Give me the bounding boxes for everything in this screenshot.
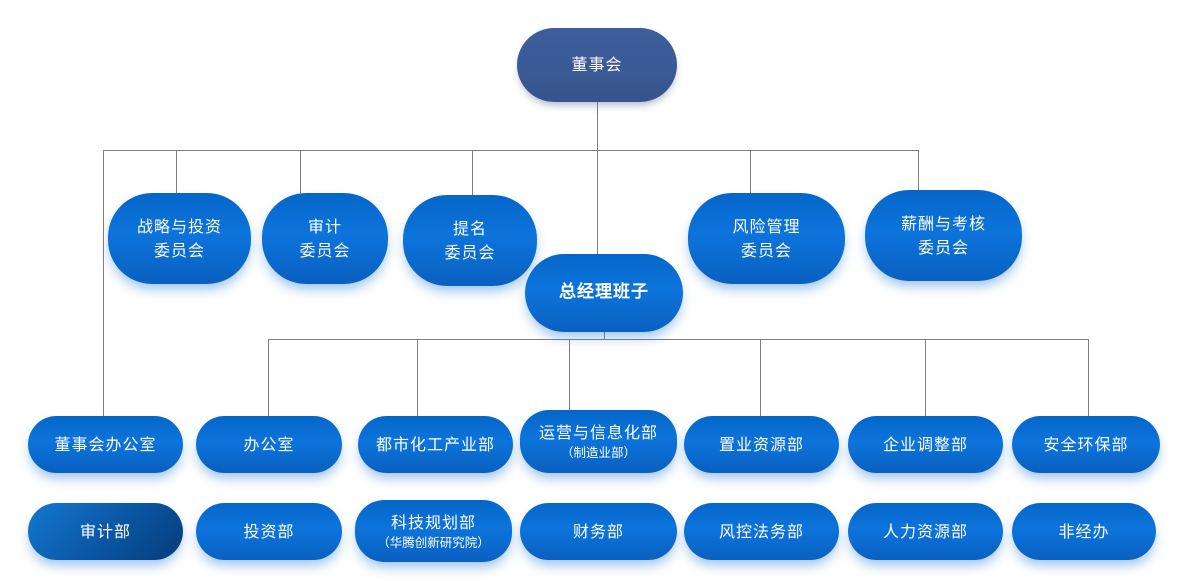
connector-committee-strategy [176,150,177,193]
node-label: 都市化工产业部 [375,434,495,454]
node-label: 投资部 [243,521,295,541]
node-label: 安全环保部 [1043,434,1129,454]
node-label: 企业调整部 [882,434,968,454]
node-dept-investment: 投资部 [196,503,342,560]
node-label-line2: 委员会 [153,240,205,260]
node-dept-board-office: 董事会办公室 [28,416,183,473]
connector-gm-stub [604,332,605,340]
node-dept-non-operating: 非经办 [1012,503,1156,560]
node-label: 审计部 [79,521,131,541]
connector-dept-operations [569,339,570,410]
node-dept-risk-legal: 风控法务部 [684,503,839,560]
node-dept-safety-environment: 安全环保部 [1012,416,1160,473]
node-label-line1: 审计 [307,216,342,236]
connector-board-to-row [597,102,598,254]
connector-committee-risk [750,150,751,193]
node-label-line2: 委员会 [299,240,351,260]
node-label: 人力资源部 [882,521,968,541]
connector-dept-office [268,339,269,416]
node-label: 运营与信息化部 [538,423,658,443]
node-sublabel: （华腾创新研究院） [377,534,490,550]
node-label: 非经办 [1058,521,1110,541]
node-label-line2: 委员会 [917,237,969,257]
connector-dept-safety [1088,339,1089,416]
node-label-line1: 薪酬与考核 [900,213,986,233]
node-dept-human-resources: 人力资源部 [848,503,1003,560]
node-label-line1: 提名 [452,218,487,238]
node-board-of-directors: 董事会 [517,28,677,102]
node-sublabel: （制造业部） [560,445,636,461]
node-label: 科技规划部 [390,512,476,532]
node-committee-risk-management: 风险管理 委员会 [688,193,845,284]
connector-top-horizontal [103,150,919,151]
node-dept-urban-chemical: 都市化工产业部 [358,416,513,473]
node-committee-compensation-assessment: 薪酬与考核 委员会 [865,190,1022,281]
node-general-manager-team: 总经理班子 [525,254,683,332]
node-label-line2: 委员会 [740,240,792,260]
node-label: 置业资源部 [718,434,804,454]
node-label: 董事会 [571,55,623,74]
connector-left-drop [103,150,104,416]
node-dept-audit: 审计部 [28,503,183,560]
connector-mid-horizontal [268,339,1089,340]
node-dept-operations-informatization: 运营与信息化部 （制造业部） [520,410,677,473]
node-dept-enterprise-adjustment: 企业调整部 [848,416,1003,473]
node-label: 董事会办公室 [54,434,157,454]
node-label: 风控法务部 [718,521,804,541]
node-dept-realty-resources: 置业资源部 [684,416,839,473]
node-committee-nomination: 提名 委员会 [403,195,537,286]
node-committee-audit: 审计 委员会 [262,193,388,284]
node-label-line2: 委员会 [444,242,496,262]
connector-dept-chemical [417,339,418,416]
connector-committee-compensation [918,150,919,190]
node-dept-tech-planning: 科技规划部 （华腾创新研究院） [355,500,512,562]
node-label: 财务部 [572,521,624,541]
node-dept-general-office: 办公室 [196,416,342,473]
connector-dept-adjustment [925,339,926,416]
node-label: 总经理班子 [559,282,649,303]
connector-committee-nomination [472,150,473,195]
node-dept-finance: 财务部 [520,503,677,560]
node-label: 办公室 [243,434,295,454]
node-committee-strategy-investment: 战略与投资 委员会 [108,193,251,284]
node-label-line1: 风险管理 [732,216,801,236]
connector-dept-realty [760,339,761,416]
node-label-line1: 战略与投资 [136,216,222,236]
connector-committee-audit [300,150,301,193]
